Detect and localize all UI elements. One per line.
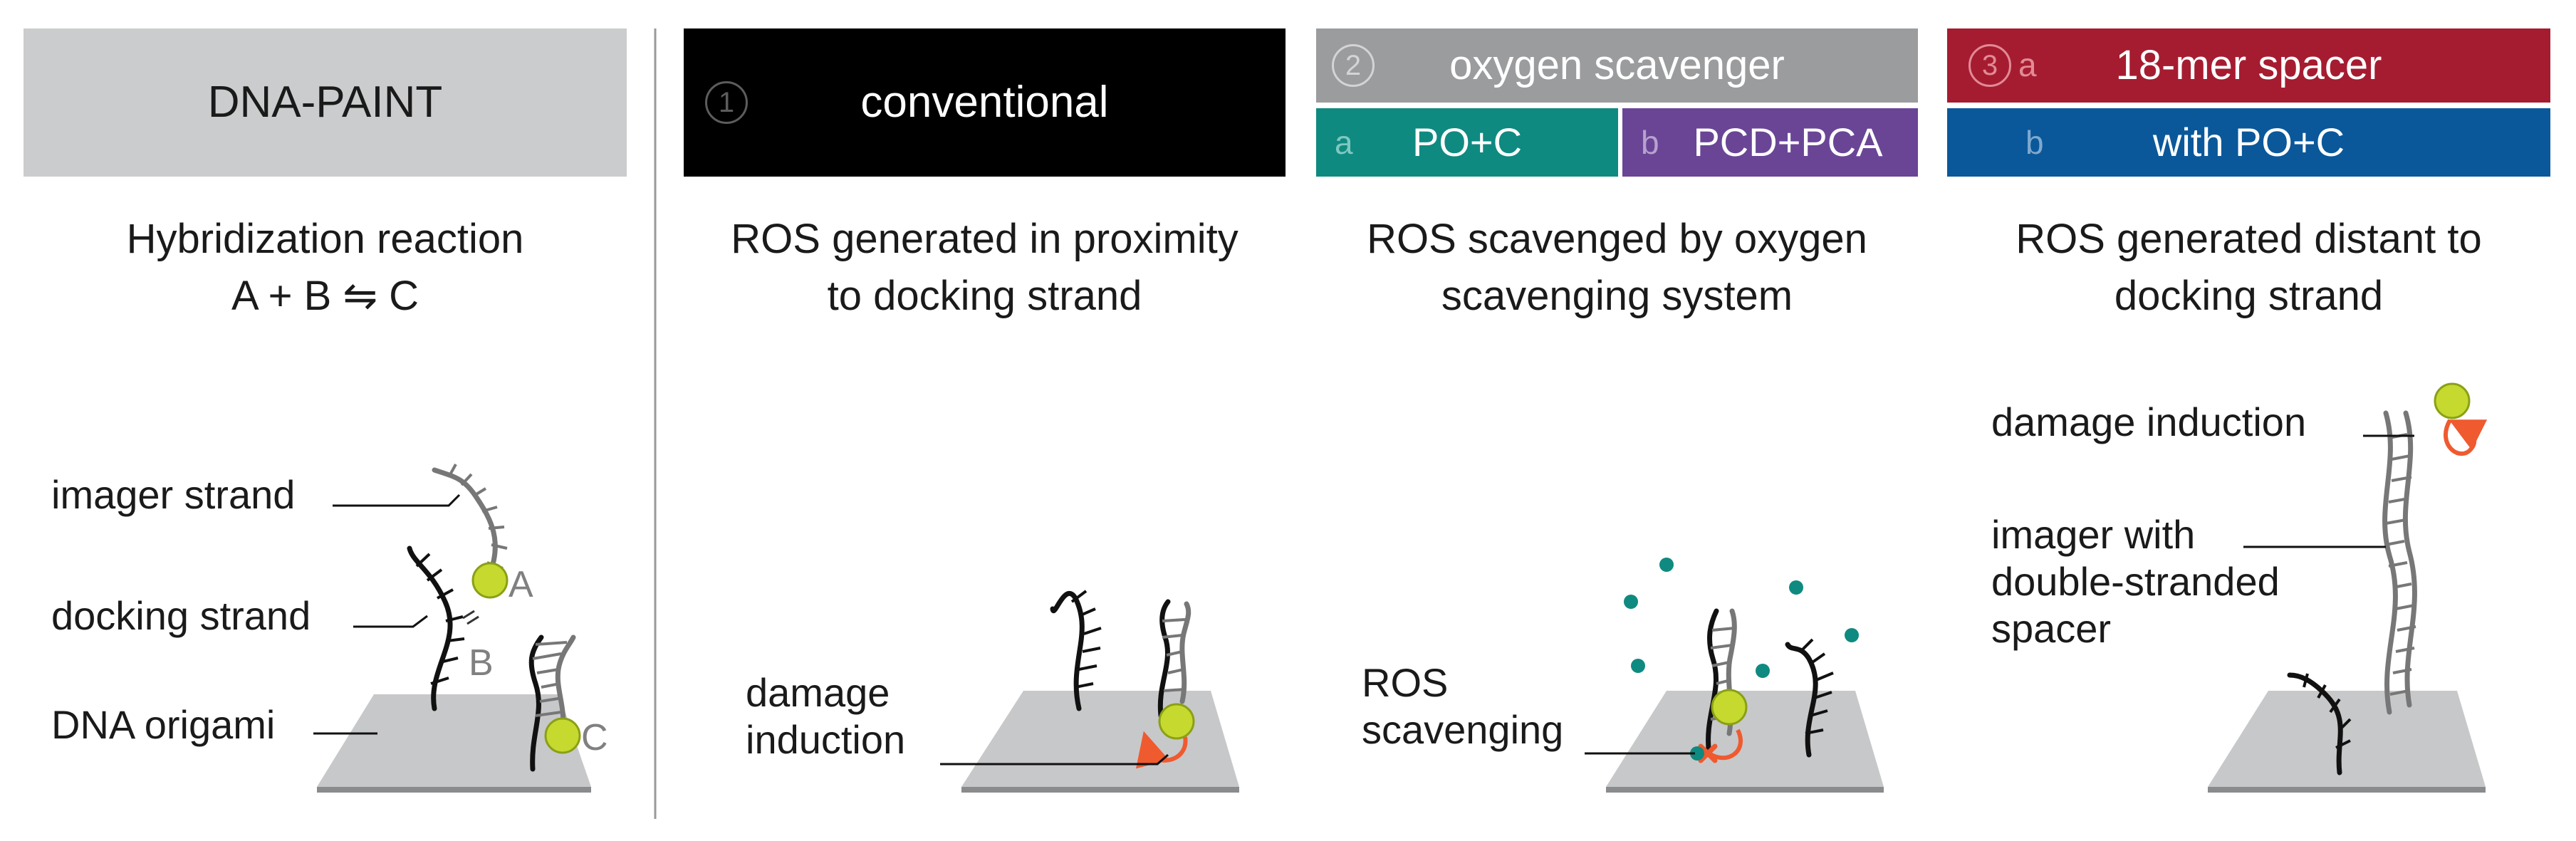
pcd-pca-subheader: b PCD+PCA	[1622, 108, 1918, 177]
sub-b-letter: b	[1641, 124, 1659, 161]
with-po-c-subheader: b with PO+C	[1947, 108, 2550, 177]
dna-paint-header: DNA-PAINT	[24, 28, 627, 177]
po-c-subheader: a PO+C	[1316, 108, 1618, 177]
panel2-description: ROS scavenged by oxygen scavenging syste…	[1367, 216, 1867, 319]
dye-a	[471, 562, 509, 599]
panel1-description: ROS generated in proximity to docking st…	[731, 216, 1239, 319]
panel2-illustration	[1585, 558, 1884, 793]
dye-panel2	[1711, 689, 1748, 726]
docking-strand-2	[1785, 642, 1818, 758]
damage-arrow-3	[2444, 419, 2488, 456]
panel1-illustration	[940, 590, 1239, 793]
damage-leader-line-1	[940, 753, 1169, 766]
dna-origami-platform	[317, 694, 591, 787]
header-a-letter: a	[2018, 46, 2037, 83]
dna-origami-label: DNA origami	[51, 702, 276, 747]
pcd-pca-label: PCD+PCA	[1693, 120, 1883, 164]
scavenged-x-mark	[1698, 743, 1718, 763]
with-po-c-label: with PO+C	[2152, 120, 2345, 164]
docking-strand	[407, 545, 453, 711]
docking-strand-3	[2287, 672, 2343, 775]
spacer-title: 18-mer spacer	[2115, 42, 2382, 88]
letter-c: C	[581, 717, 608, 758]
dna-origami-platform-edge	[317, 787, 591, 793]
po-c-label: PO+C	[1412, 120, 1523, 164]
dye-panel3	[2434, 382, 2471, 419]
damage-induction-label-3: damage induction	[1991, 399, 2307, 444]
sub-a-letter: a	[1335, 124, 1353, 161]
conventional-header: 1 conventional	[684, 28, 1286, 177]
oxygen-scavenger-header: 2 oxygen scavenger	[1316, 28, 1918, 103]
imager-leader-line	[333, 493, 461, 507]
panel0-illustration	[313, 464, 591, 793]
docking-leader-line	[353, 615, 428, 628]
imager-strand	[432, 464, 508, 576]
duplex-c	[528, 634, 581, 772]
spacer-header: 3 a 18-mer spacer	[1947, 28, 2550, 103]
dye-c	[544, 717, 581, 754]
conventional-title: conventional	[860, 78, 1109, 127]
sub-b-letter-panel3: b	[2025, 124, 2044, 161]
imager-spacer-label: imager with double-stranded spacer	[1991, 512, 2280, 651]
origami-platform-1	[961, 691, 1239, 787]
imager-strand-label: imager strand	[51, 472, 296, 517]
spacer-duplex	[2382, 410, 2417, 715]
origami-platform-3	[2208, 691, 2486, 787]
docking-strand-1	[1050, 590, 1085, 711]
scavenger-particles	[1624, 558, 1859, 761]
letter-a: A	[509, 564, 533, 605]
panel3-description: ROS generated distant to docking strand	[2016, 216, 2482, 319]
dna-paint-title: DNA-PAINT	[207, 78, 443, 127]
docking-strand-label: docking strand	[51, 593, 311, 638]
dye-panel1	[1158, 703, 1195, 740]
ros-scavenging-label: ROS scavenging	[1362, 660, 1564, 752]
number-three-badge: 3	[1968, 44, 2011, 87]
panel3-illustration	[2208, 382, 2488, 793]
oxygen-scavenger-title: oxygen scavenger	[1449, 42, 1785, 88]
letter-b: B	[469, 642, 494, 684]
panel0-description: Hybridization reaction A + B ⇋ C	[126, 216, 524, 319]
damage-induction-label-1: damage induction	[746, 670, 906, 762]
number-two-badge: 2	[1332, 44, 1375, 87]
number-one-badge: 1	[705, 81, 748, 124]
imager-strand-1	[1179, 601, 1191, 704]
damage-arrow-1	[1136, 731, 1188, 769]
